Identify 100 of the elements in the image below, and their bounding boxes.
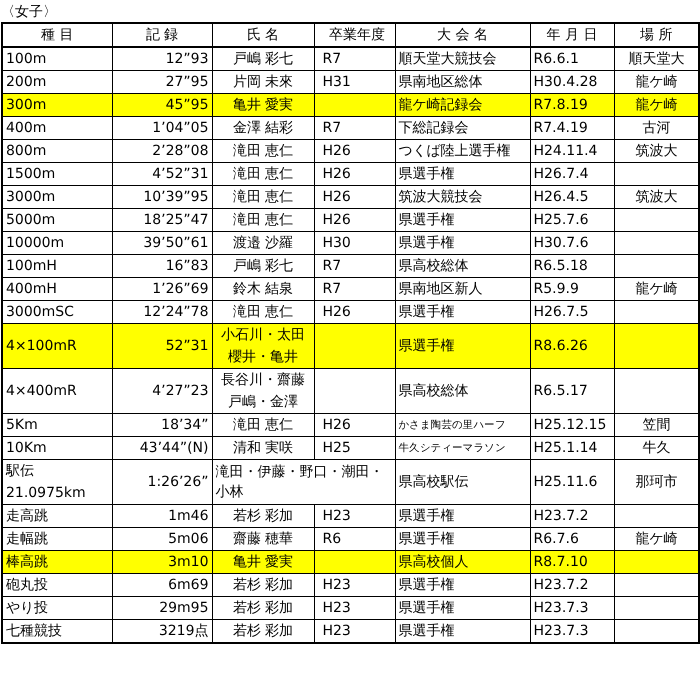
meet-name: 県選手権: [395, 208, 530, 232]
event-name: 5000m: [2, 208, 112, 232]
athlete-name: 清和 実咲: [212, 436, 314, 460]
meet-date: H24.11.4: [530, 140, 614, 162]
graduation-year: H26: [314, 162, 395, 186]
meet-date: R5.9.9: [530, 278, 614, 300]
column-header: 大 会 名: [395, 23, 530, 47]
graduation-year: R7: [314, 254, 395, 278]
meet-name: 県選手権: [395, 162, 530, 186]
record-value: 43’44”(N): [112, 436, 212, 460]
event-distance: 21.0975km: [6, 484, 87, 503]
athlete-name: 亀井 愛実: [212, 550, 314, 574]
record-value: 6m69: [112, 574, 212, 596]
graduation-year: R7: [314, 278, 395, 300]
meet-date: H23.7.3: [530, 596, 614, 620]
event-name: 10Km: [2, 436, 112, 460]
event-name: 400mH: [2, 278, 112, 300]
athlete-name: 滝田 恵仁: [212, 162, 314, 186]
event-name: 砲丸投: [2, 574, 112, 596]
meet-name: 下総記録会: [395, 116, 530, 140]
event-name: 300m: [2, 94, 112, 116]
graduation-year: H26: [314, 208, 395, 232]
athlete-name: 亀井 愛実: [212, 94, 314, 116]
meet-name: かさま陶芸の里ハーフ: [395, 414, 530, 436]
athlete-name: 滝田 恵仁: [212, 140, 314, 162]
athlete-name: 滝田・伊藤・野口・潮田・小林: [212, 460, 395, 504]
meet-date: H25.7.6: [530, 208, 614, 232]
meet-name: 順天堂大競技会: [395, 47, 530, 70]
event-name: 400m: [2, 116, 112, 140]
record-value: 1’04”05: [112, 116, 212, 140]
event-name: 800m: [2, 140, 112, 162]
athlete-name: 戸嶋 彩七: [212, 254, 314, 278]
record-value: 12”93: [112, 47, 212, 70]
athlete-name: 金澤 結彩: [212, 116, 314, 140]
athlete-name: 鈴木 結泉: [212, 278, 314, 300]
meet-date: H23.7.2: [530, 504, 614, 528]
event-name: 100mH: [2, 254, 112, 278]
meet-date: H30.7.6: [530, 232, 614, 254]
record-value: 4’52”31: [112, 162, 212, 186]
record-value: 3m10: [112, 550, 212, 574]
event-name: 5Km: [2, 414, 112, 436]
athlete-name: 戸嶋・金澤: [227, 393, 299, 412]
meet-name: 牛久シティーマラソン: [395, 436, 530, 460]
column-header: 種 目: [2, 23, 112, 47]
meet-name: 県選手権: [395, 574, 530, 596]
event-name: 4×100mR: [2, 324, 112, 368]
event-name: やり投: [2, 596, 112, 620]
meet-name: つくば陸上選手権: [395, 140, 530, 162]
section-title: 〈女子〉: [1, 3, 57, 22]
record-value: 45”95: [112, 94, 212, 116]
event-name: 10000m: [2, 232, 112, 254]
meet-date: H23.7.2: [530, 574, 614, 596]
column-header: 記 録: [112, 23, 212, 47]
event-name: 棒高跳: [2, 550, 112, 574]
meet-date: R6.6.1: [530, 47, 614, 70]
record-value: 1’26”69: [112, 278, 212, 300]
meet-name: 筑波大競技会: [395, 186, 530, 208]
athlete-name: 若杉 彩加: [212, 596, 314, 620]
graduation-year: H23: [314, 504, 395, 528]
athlete-name: 滝田 恵仁: [212, 186, 314, 208]
column-header: 年 月 日: [530, 23, 614, 47]
record-value: 18’34”: [112, 414, 212, 436]
record-value: 29m95: [112, 596, 212, 620]
meet-date: R8.7.10: [530, 550, 614, 574]
record-value: 4’27”23: [112, 368, 212, 414]
athlete-name: 若杉 彩加: [212, 574, 314, 596]
meet-date: R7.8.19: [530, 94, 614, 116]
record-value: 18’25”47: [112, 208, 212, 232]
graduation-year: H26: [314, 186, 395, 208]
meet-date: R6.5.17: [530, 368, 614, 414]
graduation-year: H23: [314, 596, 395, 620]
athlete-name: 小石川・太田: [220, 326, 306, 345]
meet-name: 県選手権: [395, 324, 530, 368]
column-header: 氏 名: [212, 23, 314, 47]
event-name: 1500m: [2, 162, 112, 186]
graduation-year: H26: [314, 414, 395, 436]
record-value: 52”31: [112, 324, 212, 368]
athlete-name: 滝田 恵仁: [212, 414, 314, 436]
athlete-name: 若杉 彩加: [212, 504, 314, 528]
record-value: 2’28”08: [112, 140, 212, 162]
meet-date: H25.12.15: [530, 414, 614, 436]
meet-name: 県南地区新人: [395, 278, 530, 300]
athlete-name: 櫻井・亀井: [227, 348, 299, 367]
meet-name: 県高校総体: [395, 254, 530, 278]
graduation-year: H23: [314, 574, 395, 596]
record-value: 10’39”95: [112, 186, 212, 208]
graduation-year: R7: [314, 47, 395, 70]
column-header: 卒業年度: [314, 23, 395, 47]
meet-name: 県選手権: [395, 232, 530, 254]
graduation-year: H30: [314, 232, 395, 254]
athlete-name: 長谷川・齋藤: [220, 371, 306, 390]
event-name: 100m: [2, 47, 112, 70]
event-name: 走高跳: [2, 504, 112, 528]
meet-date: H26.7.4: [530, 162, 614, 186]
event-name: 3000m: [2, 186, 112, 208]
meet-name: 龍ケ崎記録会: [395, 94, 530, 116]
meet-date: H25.11.6: [530, 460, 614, 504]
meet-date: H25.1.14: [530, 436, 614, 460]
athlete-name: 渡邉 沙羅: [212, 232, 314, 254]
meet-date: H26.4.5: [530, 186, 614, 208]
